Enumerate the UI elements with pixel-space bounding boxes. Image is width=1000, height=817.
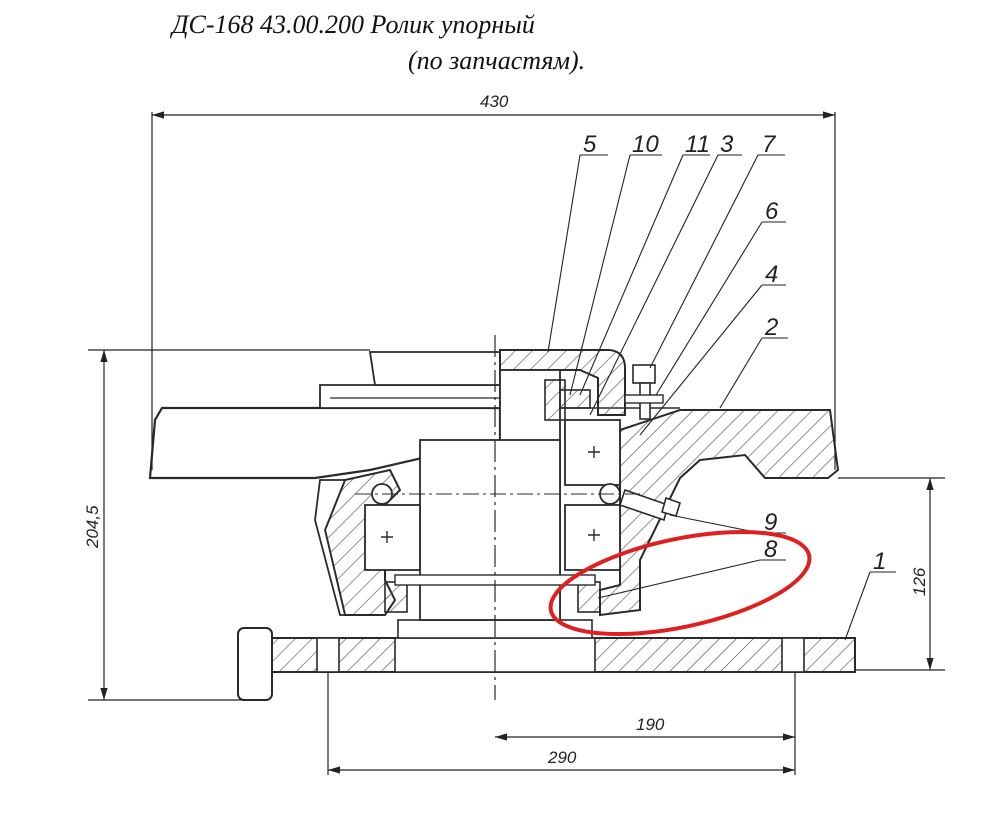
dim-overall-height: 204,5 — [83, 349, 370, 701]
callout-9: 9 — [764, 509, 777, 536]
dim-label-190: 190 — [636, 715, 665, 734]
callout-10: 10 — [632, 131, 659, 158]
dim-label-204: 204,5 — [83, 505, 102, 549]
drawing-subtitle: (по запчастям). — [408, 46, 586, 75]
callout-3: 3 — [720, 131, 734, 158]
highlight-ellipse — [548, 529, 812, 637]
cap — [499, 349, 626, 416]
dim-bolt-spans: 190 290 — [327, 672, 796, 775]
callout-2: 2 — [764, 314, 778, 341]
callout-1: 1 — [873, 548, 886, 575]
dim-label-290: 290 — [547, 748, 577, 767]
dim-label-126: 126 — [910, 567, 929, 596]
callout-4: 4 — [765, 261, 778, 288]
dim-overall-width: 430 — [151, 92, 836, 470]
dim-label-430: 430 — [480, 92, 509, 111]
callout-8: 8 — [764, 536, 778, 563]
callout-7: 7 — [762, 131, 777, 158]
drawing-title: ДС-168 43.00.200 Ролик упорный — [172, 10, 535, 39]
dim-base-height: 126 — [838, 477, 945, 671]
base-plate — [237, 619, 856, 701]
callout-11: 11 — [685, 131, 710, 158]
callout-5: 5 — [583, 131, 597, 158]
leader-lines — [547, 154, 896, 641]
bolt-and-nipple — [618, 364, 681, 522]
callout-6: 6 — [765, 198, 779, 225]
callout-labels: 5 10 11 3 7 6 4 2 98 1 — [583, 131, 886, 575]
